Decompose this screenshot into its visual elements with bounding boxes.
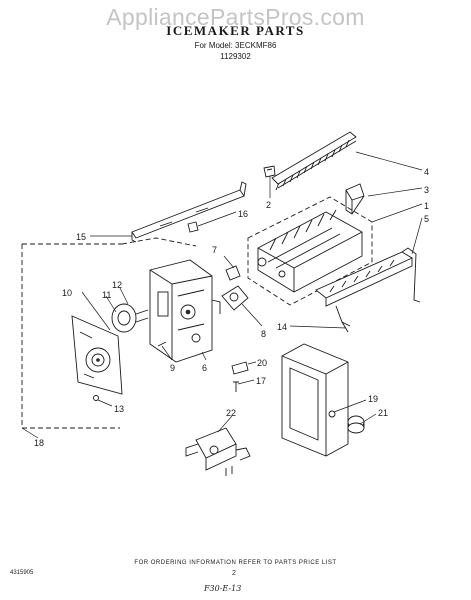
callout-label: 3 [424, 185, 429, 195]
thermostat-part [221, 265, 249, 311]
watermark: AppliancePartsPros.com [106, 4, 365, 30]
callout-label: 21 [378, 408, 388, 418]
callout-label: 5 [424, 214, 429, 224]
callout-label: 11 [102, 290, 111, 300]
mold-assembly [247, 196, 373, 306]
screw-part [233, 381, 239, 392]
housing-part [149, 259, 221, 363]
document-number: 4315905 [10, 570, 34, 576]
callout-label: 2 [266, 200, 271, 210]
stripper-part [315, 247, 421, 307]
handwritten-note: F30-E-13 [204, 584, 242, 593]
bracket-part [345, 183, 365, 215]
callout-label: 10 [62, 288, 72, 298]
callout-label: 7 [212, 245, 217, 255]
ejector-strip [271, 131, 357, 191]
page-number: 2 [232, 570, 236, 577]
callout-label: 20 [257, 358, 267, 368]
callout-label: 15 [76, 232, 86, 242]
callout-label: 12 [112, 280, 122, 290]
fastener-part [187, 221, 199, 233]
model-line: For Model: 3ECKMF86 [194, 41, 277, 50]
feeler-arm [335, 305, 351, 333]
part-number: 1129302 [220, 52, 251, 61]
mounting-plate [71, 315, 123, 395]
callout-label: 16 [238, 209, 248, 219]
callout-label: 17 [256, 376, 266, 386]
callout-label: 1 [424, 201, 429, 211]
callout-label: 22 [226, 408, 236, 418]
callout-label: 13 [114, 404, 124, 414]
callout-label: 19 [368, 394, 378, 404]
page-title: ICEMAKER PARTS [166, 23, 305, 38]
screw-part [157, 341, 167, 347]
knob-part [347, 415, 365, 434]
motor-part [111, 303, 149, 333]
screw-part [93, 395, 99, 401]
ordering-note: FOR ORDERING INFORMATION REFER TO PARTS … [134, 560, 337, 566]
callout-label: 14 [277, 322, 287, 332]
callout-label: 18 [34, 438, 44, 448]
callout-label: 9 [170, 363, 175, 373]
callout-label: 4 [424, 167, 429, 177]
callout-label: 6 [202, 363, 207, 373]
water-valve [185, 427, 251, 476]
support-bar [131, 181, 247, 243]
clip-part [263, 165, 276, 178]
cover-part [281, 343, 349, 457]
switch-part [231, 361, 249, 375]
callout-label: 8 [261, 329, 266, 339]
